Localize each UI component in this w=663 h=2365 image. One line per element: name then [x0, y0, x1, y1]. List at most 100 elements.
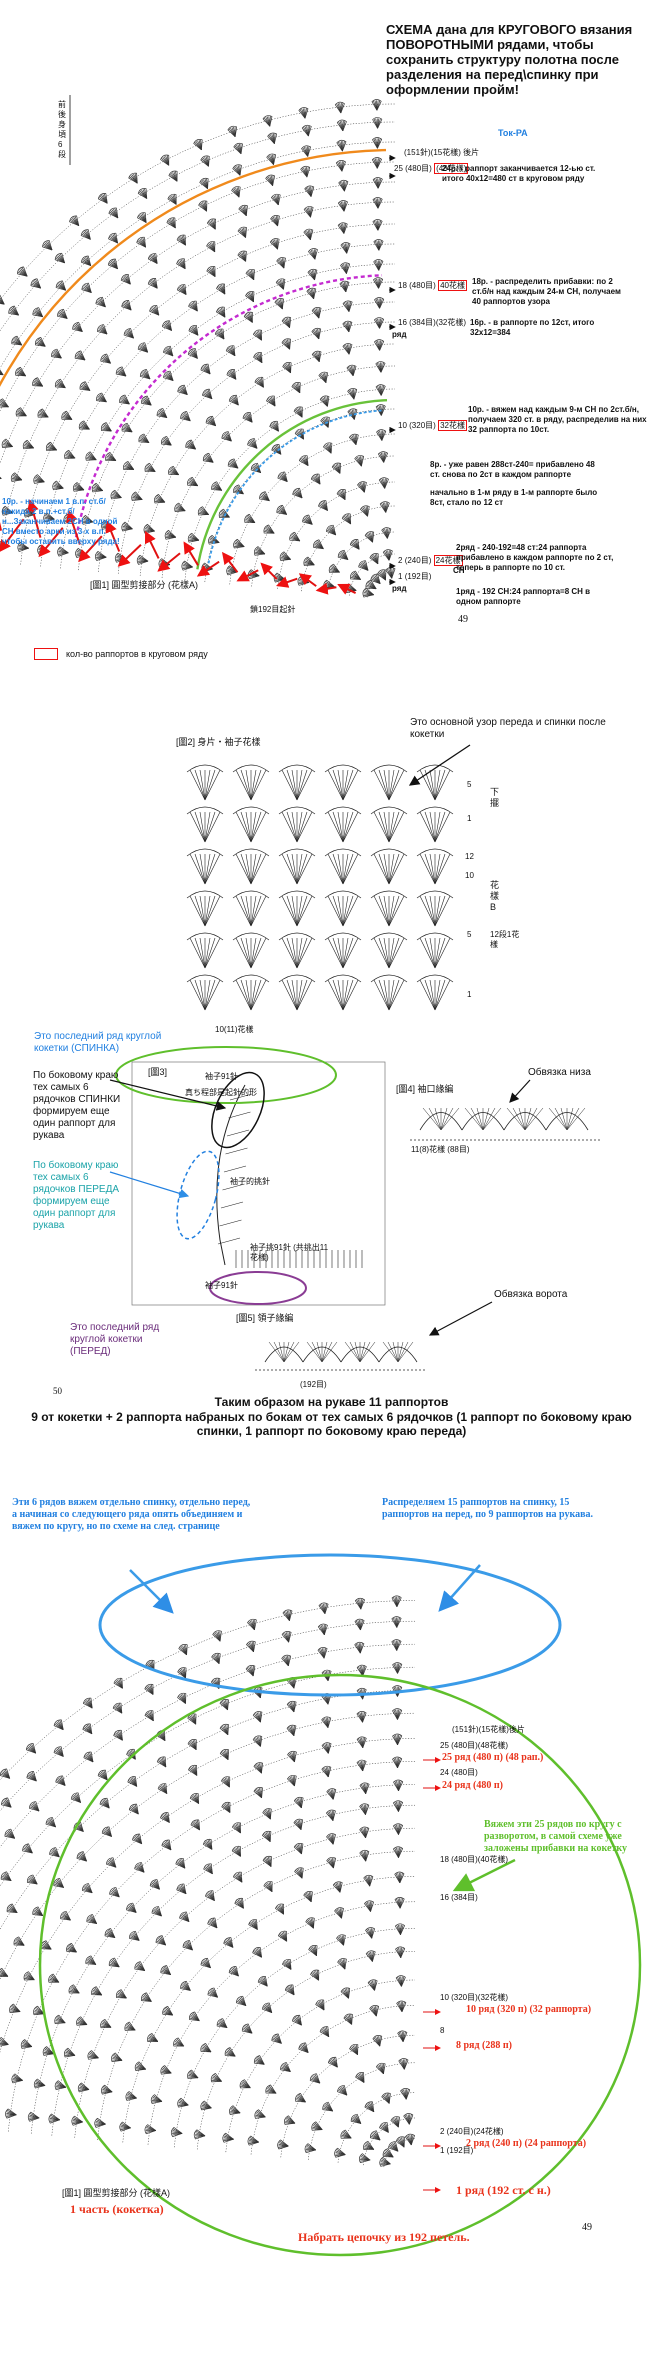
yoke2-shell: [328, 2056, 337, 2064]
yoke-shell: [275, 278, 286, 283]
pattern-b-stitch: [373, 979, 390, 1011]
yoke-shell: [373, 239, 384, 243]
cuff-stitch: [440, 1107, 448, 1131]
green-row-marker: [196, 398, 388, 570]
yoke-shell: [195, 348, 198, 359]
pattern-b-stitch: [204, 979, 211, 1011]
yoke2-ring: [0, 1738, 416, 2054]
yoke-shell: [325, 372, 329, 383]
pattern-b-stitch: [286, 895, 298, 927]
yoke-shell: [328, 563, 334, 573]
pattern-b-stitch: [235, 979, 252, 1011]
yoke2-ring: [0, 1712, 416, 1980]
yoke-shell: [294, 428, 304, 435]
pattern-b-arch: [186, 848, 224, 857]
yoke-shell: [139, 554, 149, 562]
pattern-b-stitch: [378, 769, 390, 801]
yoke-shell: [188, 324, 197, 332]
yoke-shell: [320, 416, 330, 422]
yoke-shell: [170, 346, 174, 357]
yoke-shell: [237, 250, 247, 256]
yoke2-shell: [401, 1977, 406, 1987]
yoke-shell: [385, 503, 390, 513]
yoke-shell: [227, 125, 237, 131]
collar-stitch: [268, 1341, 285, 1363]
yoke-shell: [114, 552, 119, 563]
yoke-shell: [155, 253, 158, 264]
yoke2-shell: [367, 2141, 375, 2150]
yoke-shell: [245, 268, 255, 274]
pattern-b-stitch: [388, 811, 405, 843]
yoke-shell: [15, 407, 21, 417]
pattern-b-stitch: [189, 895, 206, 927]
pattern-b-stitch: [235, 811, 252, 843]
yoke2-shell: [383, 2063, 386, 2074]
sleeve-stitch: [225, 1147, 248, 1155]
pattern-b-stitch: [327, 811, 344, 843]
pattern-b-stitch: [291, 895, 298, 927]
pattern-b-stitch: [388, 895, 395, 927]
pattern-b-stitch: [383, 937, 390, 969]
yoke2-shell: [395, 1975, 406, 1979]
yoke-shell: [1, 438, 7, 448]
pattern-b-stitch: [250, 979, 262, 1011]
pattern-b-stitch: [204, 853, 211, 885]
yoke-shell: [23, 266, 28, 277]
yoke2-shell: [271, 2033, 279, 2041]
yoke-shell: [318, 351, 322, 362]
yoke-shell: [78, 420, 85, 430]
yoke-shell: [187, 348, 196, 355]
yoke2-shell: [387, 2148, 394, 2158]
yoke-shell: [87, 255, 92, 266]
yoke2-shell: [204, 2100, 212, 2109]
pattern-b-stitch: [434, 937, 441, 969]
collar-stitch: [283, 1341, 300, 1363]
yoke-shell: [61, 253, 66, 263]
yoke-shell: [110, 489, 116, 500]
yoke-shell: [97, 193, 107, 200]
pattern-b-stitch: [342, 811, 359, 843]
pattern-b-stitch: [342, 937, 349, 969]
yoke-shell: [344, 181, 349, 192]
yoke-shell: [73, 482, 78, 492]
pattern-b-stitch: [189, 937, 206, 969]
yoke2-shell: [227, 1724, 229, 1735]
yoke-shell: [276, 421, 279, 432]
yoke-shell: [313, 539, 320, 548]
yoke2-shell: [367, 1979, 378, 1984]
yoke2-shell: [398, 2117, 400, 2128]
yoke-shell: [66, 410, 73, 420]
pattern-b-stitch: [204, 937, 221, 969]
yoke2-shell: [210, 2073, 216, 2083]
pattern-b-stitch: [296, 937, 308, 969]
collar-stitch: [397, 1341, 414, 1363]
yoke-shell: [184, 284, 187, 295]
pattern-b-stitch: [373, 769, 390, 801]
yoke-shell: [339, 280, 350, 285]
yoke-shell: [168, 530, 177, 538]
yoke-shell: [54, 378, 61, 388]
yoke2-shell: [340, 2129, 346, 2139]
yoke-shell: [131, 491, 137, 501]
cuff-stitch: [554, 1107, 568, 1131]
pattern-b-stitch: [424, 937, 436, 969]
yoke-shell: [105, 422, 112, 432]
yoke-shell: [307, 146, 311, 157]
yoke-shell: [242, 412, 251, 419]
pattern-b-stitch: [204, 853, 216, 885]
yoke-shell: [307, 268, 318, 273]
yoke-shell: [14, 305, 19, 316]
yoke-shell: [149, 304, 157, 312]
yoke-shell: [234, 126, 238, 137]
yoke-shell: [343, 550, 349, 560]
sleeve-stitch: [220, 1201, 244, 1209]
pattern-b-stitch: [199, 895, 206, 927]
yoke-shell: [382, 549, 393, 553]
yoke-shell: [60, 378, 66, 388]
yoke-shell: [76, 482, 85, 491]
yoke-shell: [191, 533, 200, 541]
yoke-shell: [381, 527, 392, 531]
yoke2-shell: [343, 2013, 353, 2019]
yoke2-shell: [356, 2114, 362, 2124]
pattern-b-stitch: [327, 979, 344, 1011]
